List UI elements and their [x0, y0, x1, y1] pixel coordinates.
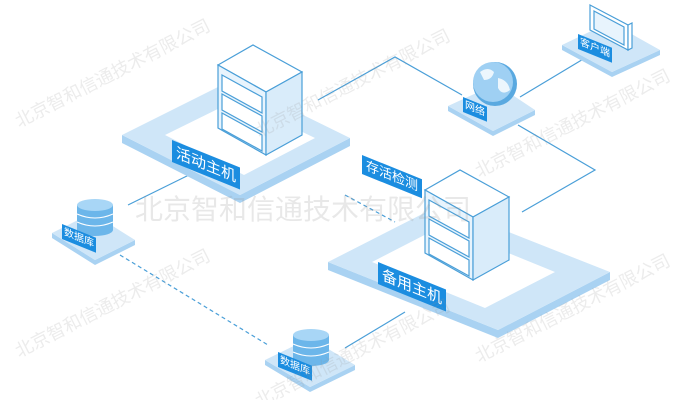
link-active-db1 — [127, 171, 196, 206]
link-heartbeat-dashed — [344, 194, 396, 223]
link-network-client — [519, 57, 586, 98]
globe-icon — [473, 62, 517, 106]
database-icon — [76, 199, 114, 236]
server-icon — [423, 169, 511, 282]
server-icon — [216, 44, 304, 157]
link-db1-db2-dashed — [119, 254, 269, 346]
link-active-network — [317, 56, 463, 101]
connections — [119, 56, 597, 349]
monitor-icon — [589, 4, 633, 51]
link-standby-db2 — [344, 311, 406, 349]
link-network-standby — [517, 124, 597, 213]
